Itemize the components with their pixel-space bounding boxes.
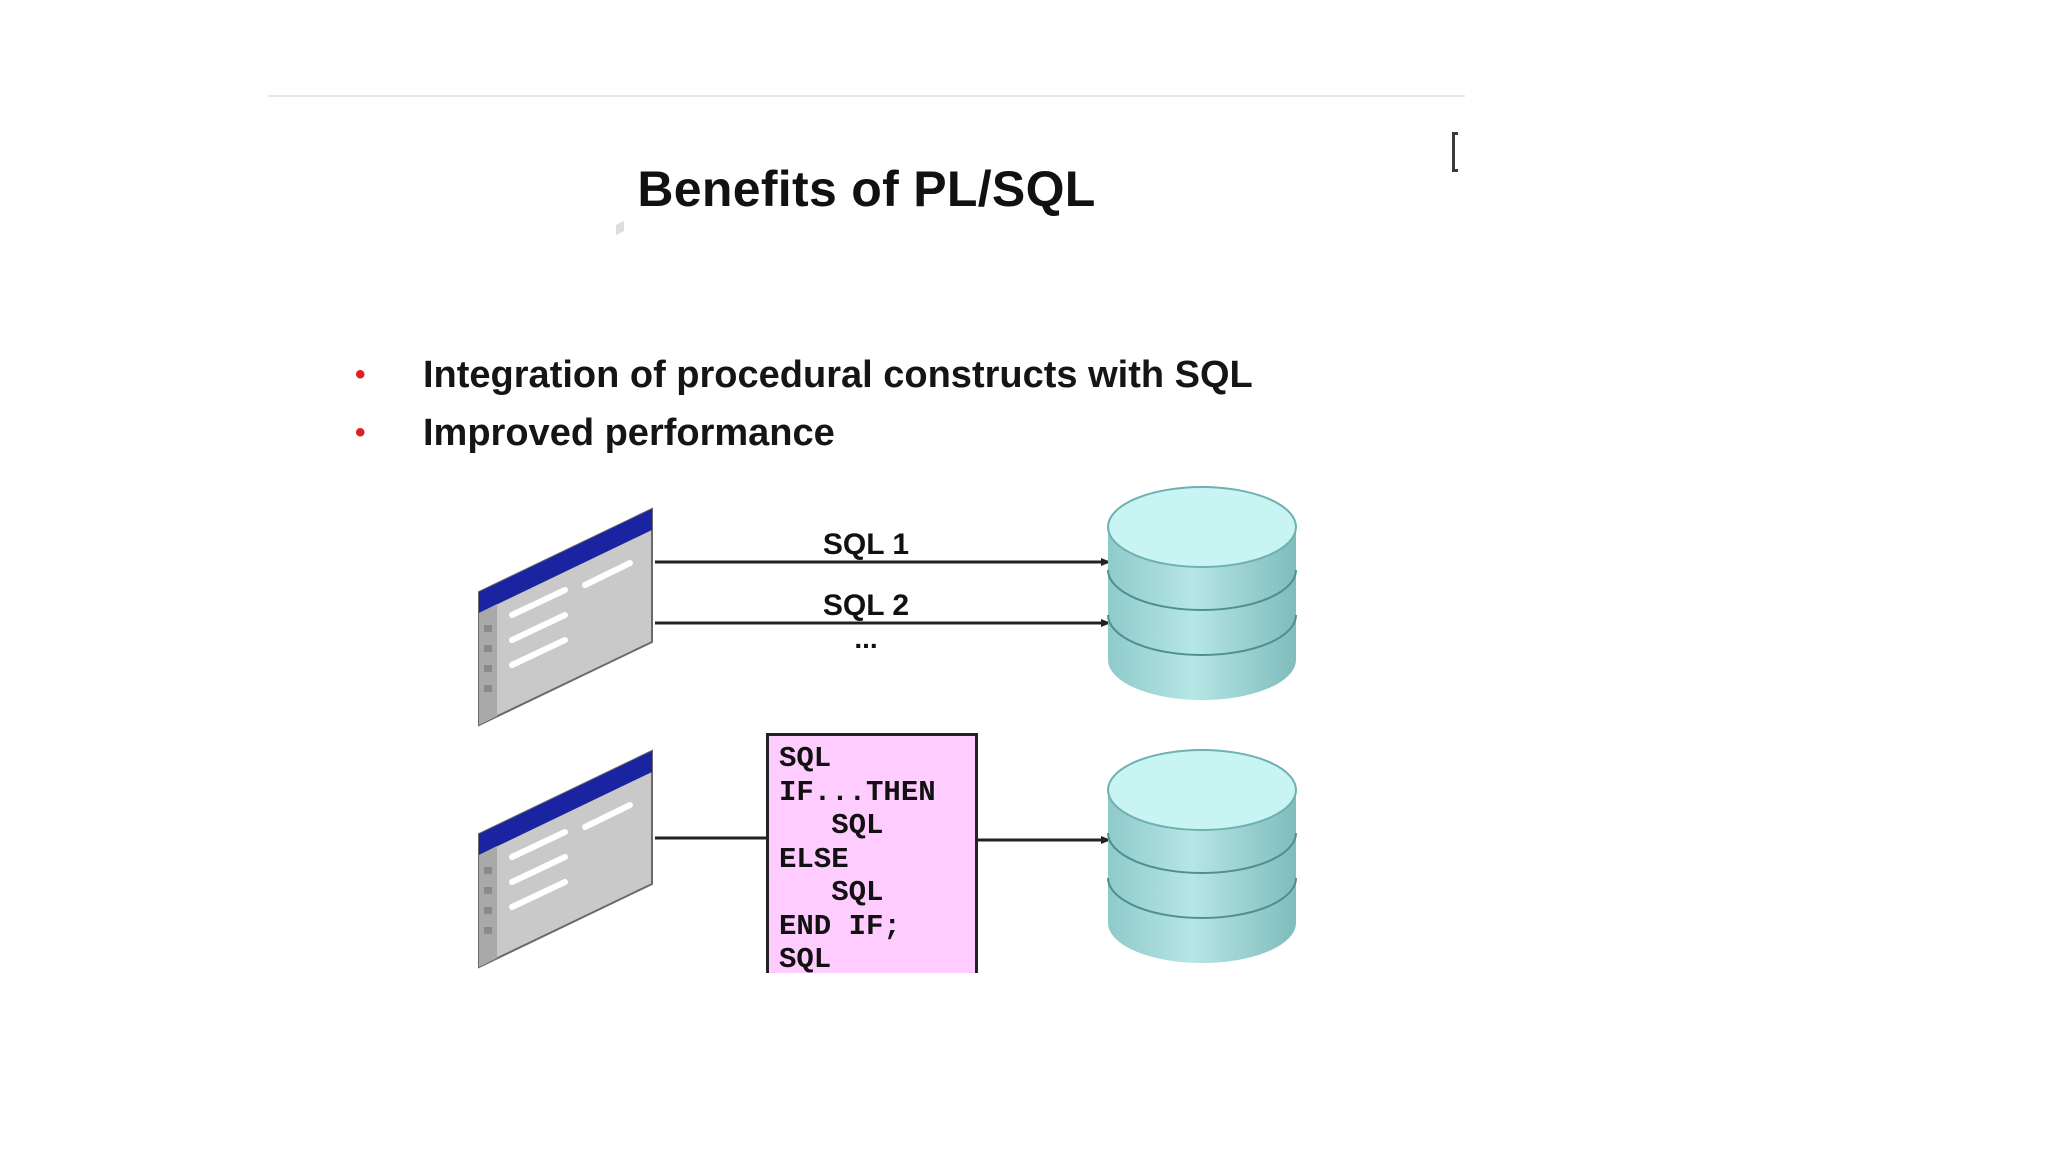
- arrow-label-sql-1: SQL 1: [823, 528, 909, 561]
- bullet-dot: •: [355, 416, 366, 449]
- bullet-text: Integration of procedural constructs wit…: [423, 354, 1253, 396]
- client-window-icon: [478, 749, 653, 969]
- code-line: SQL: [779, 809, 884, 842]
- bullet-dot: •: [355, 358, 366, 391]
- edge-bracket-mark: [1452, 132, 1458, 172]
- client-window-icon: [478, 221, 653, 727]
- slide-title: Benefits of PL/SQL: [637, 161, 1096, 217]
- code-line: IF...THEN: [779, 775, 936, 809]
- bullet-item-1: • Integration of procedural constructs w…: [355, 345, 1555, 405]
- ellipsis-label: ...: [854, 623, 877, 654]
- plsql-block: SQL IF...THEN SQL ELSE SQL END IF; SQL: [766, 733, 978, 973]
- code-line: SQL: [779, 742, 832, 775]
- code-line: SQL: [779, 876, 884, 909]
- code-line: ELSE: [779, 842, 849, 876]
- bullet-text: Improved performance: [423, 412, 835, 454]
- bullet-item-2: • Improved performance: [355, 403, 1555, 463]
- header-rule: [268, 95, 1465, 97]
- database-icon: [1107, 749, 1297, 963]
- database-icon: [1107, 486, 1297, 700]
- arrow-label-sql-2: SQL 2: [823, 589, 909, 622]
- code-line: END IF;: [779, 909, 901, 943]
- code-line: SQL: [779, 943, 832, 973]
